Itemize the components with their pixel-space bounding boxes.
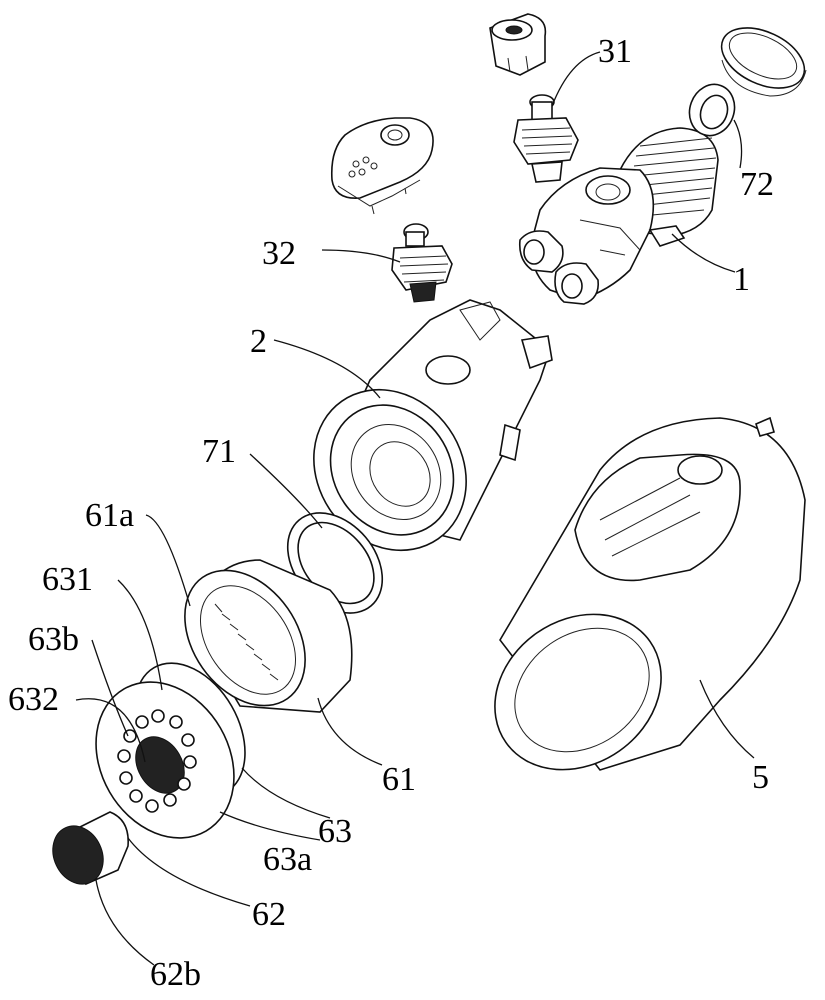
label-72: 72 [740, 166, 774, 203]
label-62: 62 [252, 896, 286, 933]
part-2-handle-base [313, 299, 553, 552]
label-63a: 63a [263, 841, 312, 878]
label-61a: 61a [85, 497, 134, 534]
part-62-aerator [52, 811, 129, 886]
part-31-cartridge [513, 94, 579, 183]
part-5-outer-shell [494, 416, 806, 771]
label-71: 71 [202, 433, 236, 470]
label-1: 1 [733, 261, 750, 298]
part-61-housing [184, 559, 353, 713]
part-labels: 31 72 1 32 2 71 61a 631 63b 632 61 63 63… [8, 33, 774, 993]
label-62b: 62b [150, 956, 201, 993]
part-63-filter-disk [95, 662, 246, 839]
leader-lines [75, 51, 755, 966]
label-63b: 63b [28, 621, 79, 658]
label-5: 5 [752, 759, 769, 796]
label-2: 2 [250, 323, 267, 360]
part-72-ring [688, 83, 736, 137]
part-button-cover [330, 117, 434, 215]
label-631: 631 [42, 561, 93, 598]
label-61: 61 [382, 761, 416, 798]
label-31: 31 [598, 33, 632, 70]
label-32: 32 [262, 235, 296, 272]
part-top-cap [489, 13, 547, 76]
part-32-cartridge [391, 223, 453, 303]
label-63: 63 [318, 813, 352, 850]
label-632: 632 [8, 681, 59, 718]
part-1-valve-body [518, 127, 719, 305]
part-threaded-ring [720, 27, 807, 97]
